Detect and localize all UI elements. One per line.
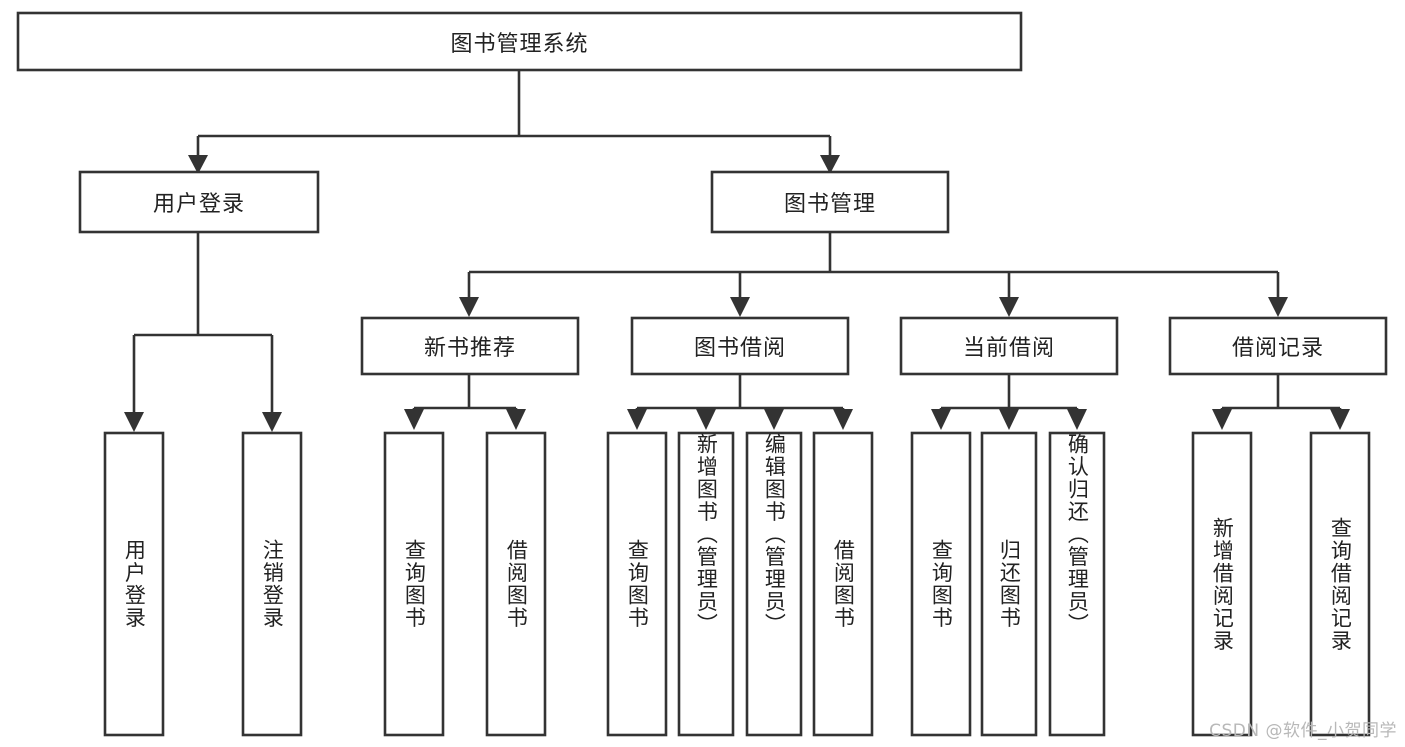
node-box-leaf-user-login[interactable] (103, 431, 165, 737)
node-box-new-book-recommend[interactable] (360, 316, 580, 376)
node-box-borrow-record[interactable] (1168, 316, 1388, 376)
node-box-leaf-borrow-book-2[interactable] (812, 431, 874, 737)
node-box-root[interactable] (16, 11, 1023, 72)
connectors-user-login-to-leaves (124, 232, 282, 432)
arrowhead-leaf-edit-book (764, 409, 784, 430)
node-box-leaf-query-book-1[interactable] (383, 431, 445, 737)
node-box-leaf-edit-book[interactable] (745, 431, 803, 737)
arrowhead-leaf-query-record (1330, 409, 1350, 430)
connectors-root-to-level2 (188, 70, 840, 174)
node-box-leaf-add-book[interactable] (677, 431, 735, 737)
connectors-book-manage-to-level3 (459, 232, 1288, 317)
node-box-leaf-add-record[interactable] (1191, 431, 1253, 737)
arrowhead-new-book-recommend (459, 297, 479, 317)
node-box-user-login[interactable] (78, 170, 320, 234)
connectors-new-book-to-leaves (404, 374, 526, 430)
arrowhead-leaf-user-login (124, 412, 144, 432)
node-box-leaf-confirm-return[interactable] (1048, 431, 1106, 737)
arrowhead-leaf-borrow-book-1 (506, 409, 526, 430)
node-box-current-borrow[interactable] (899, 316, 1119, 376)
arrowhead-borrow-record (1268, 297, 1288, 317)
arrowhead-user-login (188, 155, 208, 174)
node-box-leaf-query-book-2[interactable] (606, 431, 668, 737)
connectors-current-borrow-to-leaves (931, 374, 1087, 430)
arrowhead-leaf-add-record (1212, 409, 1232, 430)
arrowhead-leaf-query-book-1 (404, 409, 424, 430)
node-box-leaf-query-record[interactable] (1309, 431, 1371, 737)
node-box-leaf-borrow-book-1[interactable] (485, 431, 547, 737)
connectors-borrow-record-to-leaves (1212, 374, 1350, 430)
arrowhead-book-borrow (730, 297, 750, 317)
arrowhead-leaf-query-book-3 (931, 409, 951, 430)
node-box-leaf-user-logout[interactable] (241, 431, 303, 737)
node-box-book-borrow[interactable] (630, 316, 850, 376)
connectors-book-borrow-to-leaves (627, 374, 853, 430)
arrowhead-leaf-confirm-return (1067, 409, 1087, 430)
arrowhead-leaf-return-book (999, 409, 1019, 430)
arrowhead-leaf-borrow-book-2 (833, 409, 853, 430)
arrowhead-leaf-add-book (696, 409, 716, 430)
arrowhead-current-borrow (999, 297, 1019, 317)
arrowhead-leaf-query-book-2 (627, 409, 647, 430)
node-box-leaf-return-book[interactable] (980, 431, 1038, 737)
arrowhead-leaf-user-logout (262, 412, 282, 432)
csdn-watermark: CSDN @软件_小贺同学 (1209, 721, 1397, 741)
arrowhead-book-manage (820, 155, 840, 174)
node-box-leaf-query-book-3[interactable] (910, 431, 972, 737)
node-box-book-manage[interactable] (710, 170, 950, 234)
